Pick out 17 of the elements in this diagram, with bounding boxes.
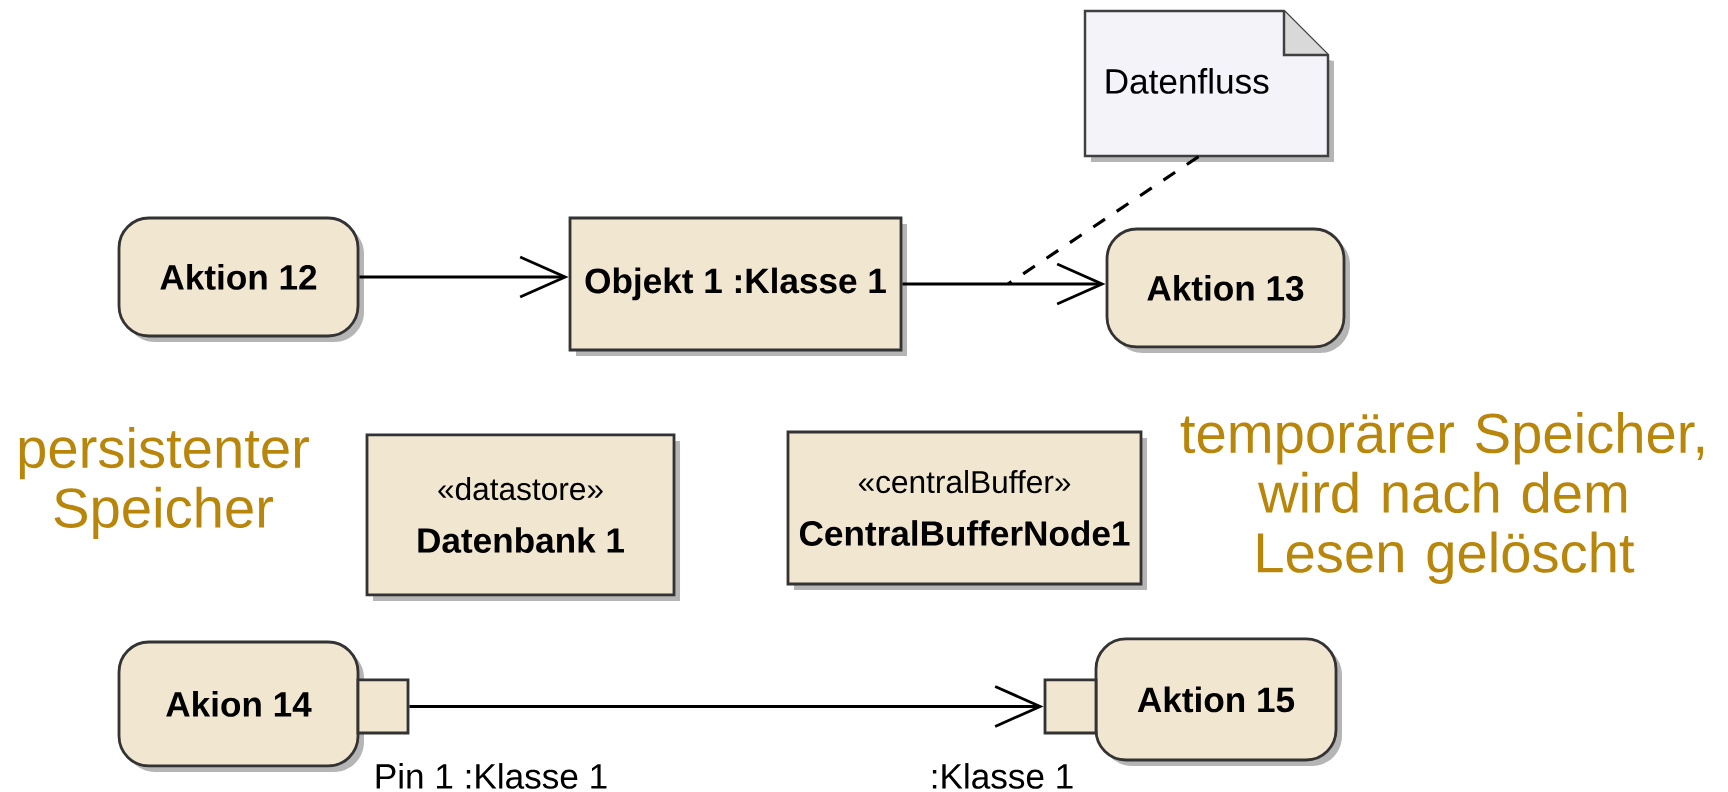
action-box: Aktion 13 [1105,227,1350,353]
pin-label: :Klasse 1 [932,763,1073,789]
action-box: Aktion 15 [1094,637,1342,766]
action-box: Aktion 12 [117,216,364,342]
object-box: Objekt 1 :Klasse 1 [568,216,907,356]
arrow [902,262,1106,306]
pin-box [356,678,410,735]
object-box: «centralBuffer» CentralBufferNode1 [786,430,1147,590]
action-box: Akion 14 [117,640,364,772]
object-box: «datastore» Datenbank 1 [365,433,680,601]
arrow [359,255,569,299]
note-box: Datenfluss [1083,9,1334,162]
pin-label: Pin 1 :Klasse 1 [376,763,607,789]
pin-box [1043,678,1098,735]
annotation-text: persistenter Speicher [19,426,309,540]
arrow [409,685,1044,728]
annotation-text: temporärer Speicher, wird nach dem Lesen gelöscht [1180,412,1704,584]
